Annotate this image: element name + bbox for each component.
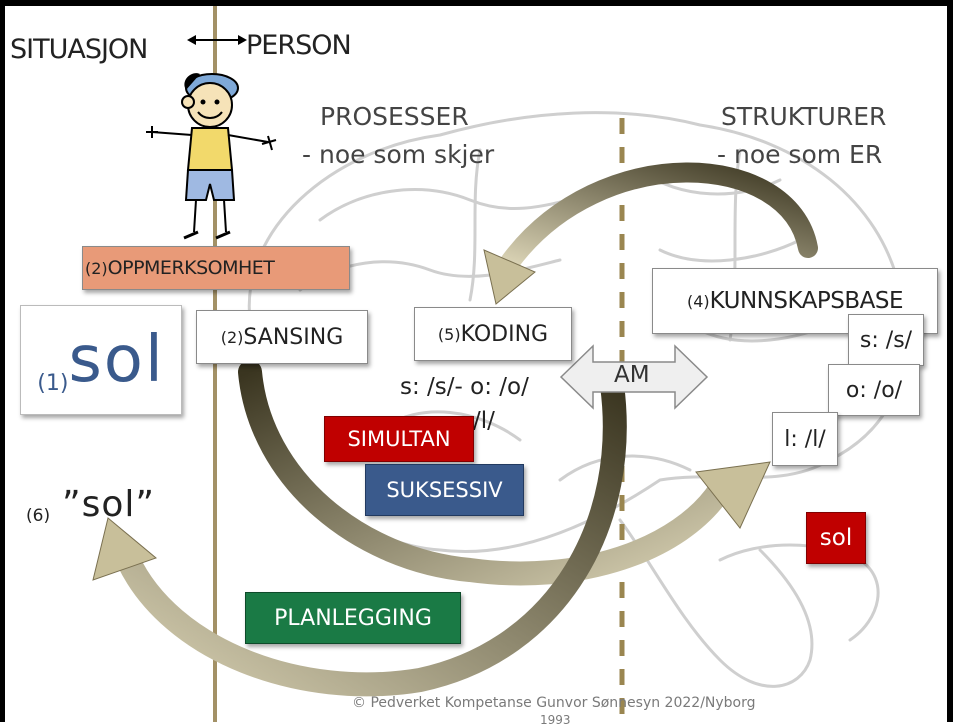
storage-arrow	[238, 360, 771, 586]
situation-label: SITUASJON	[10, 34, 148, 65]
sensing-label: SANSING	[243, 324, 344, 350]
attention-label: OPPMERKSOMHET	[107, 257, 275, 279]
structures-subtitle: - noe som ER	[717, 140, 883, 169]
attention-number: (2)	[85, 258, 108, 278]
sensing-number: (2)	[220, 327, 244, 347]
sensing-box: (2) SANSING	[196, 310, 368, 364]
retrieval-arrow	[483, 162, 818, 305]
double-arrow-icon	[187, 35, 247, 45]
frame-right-border	[947, 0, 953, 722]
coding-label: KODING	[460, 321, 549, 347]
output-label: ”sol”	[62, 484, 156, 525]
planlegging-tag: PLANLEGGING	[245, 592, 461, 644]
planning-arrow	[92, 373, 627, 697]
knowledge-base-number: (4)	[686, 291, 710, 311]
output-number: (6)	[26, 506, 51, 526]
situation-person-divider	[213, 6, 217, 722]
sol-tag: sol	[806, 512, 866, 564]
simultan-tag: SIMULTAN	[324, 416, 474, 462]
am-double-arrow	[559, 344, 709, 410]
structures-title: STRUKTURER	[721, 102, 887, 131]
coding-box: (5) KODING	[414, 307, 572, 361]
attention-box: (2) OPPMERKSOMHET	[82, 246, 350, 290]
knowledge-item-o: o: /o/	[828, 364, 920, 416]
word-label: sol	[68, 323, 165, 397]
frame-left-border	[0, 0, 5, 722]
word-number: (1)	[37, 371, 69, 396]
copyright-line2: 1993	[540, 713, 571, 727]
knowledge-item-s: s: /s/	[848, 314, 924, 366]
coding-value-line1: s: /s/- o: /o/	[400, 374, 529, 400]
suksessiv-tag: SUKSESSIV	[365, 464, 524, 516]
am-label: AM	[614, 362, 650, 388]
processes-title: PROSESSER	[320, 102, 469, 131]
processes-subtitle: - noe som skjer	[302, 140, 495, 169]
frame-top-border	[0, 0, 953, 6]
word-box: (1) sol	[20, 305, 182, 415]
knowledge-base-label: KUNNSKAPSBASE	[709, 288, 904, 314]
copyright-line1: © Pedverket Kompetanse Gunvor Sønnesyn 2…	[352, 695, 756, 711]
coding-value-line2: /l/	[473, 408, 495, 434]
coding-number: (5)	[437, 324, 461, 344]
person-figure-icon	[146, 73, 277, 240]
person-label: PERSON	[246, 30, 352, 61]
knowledge-item-l: l: /l/	[772, 412, 838, 466]
